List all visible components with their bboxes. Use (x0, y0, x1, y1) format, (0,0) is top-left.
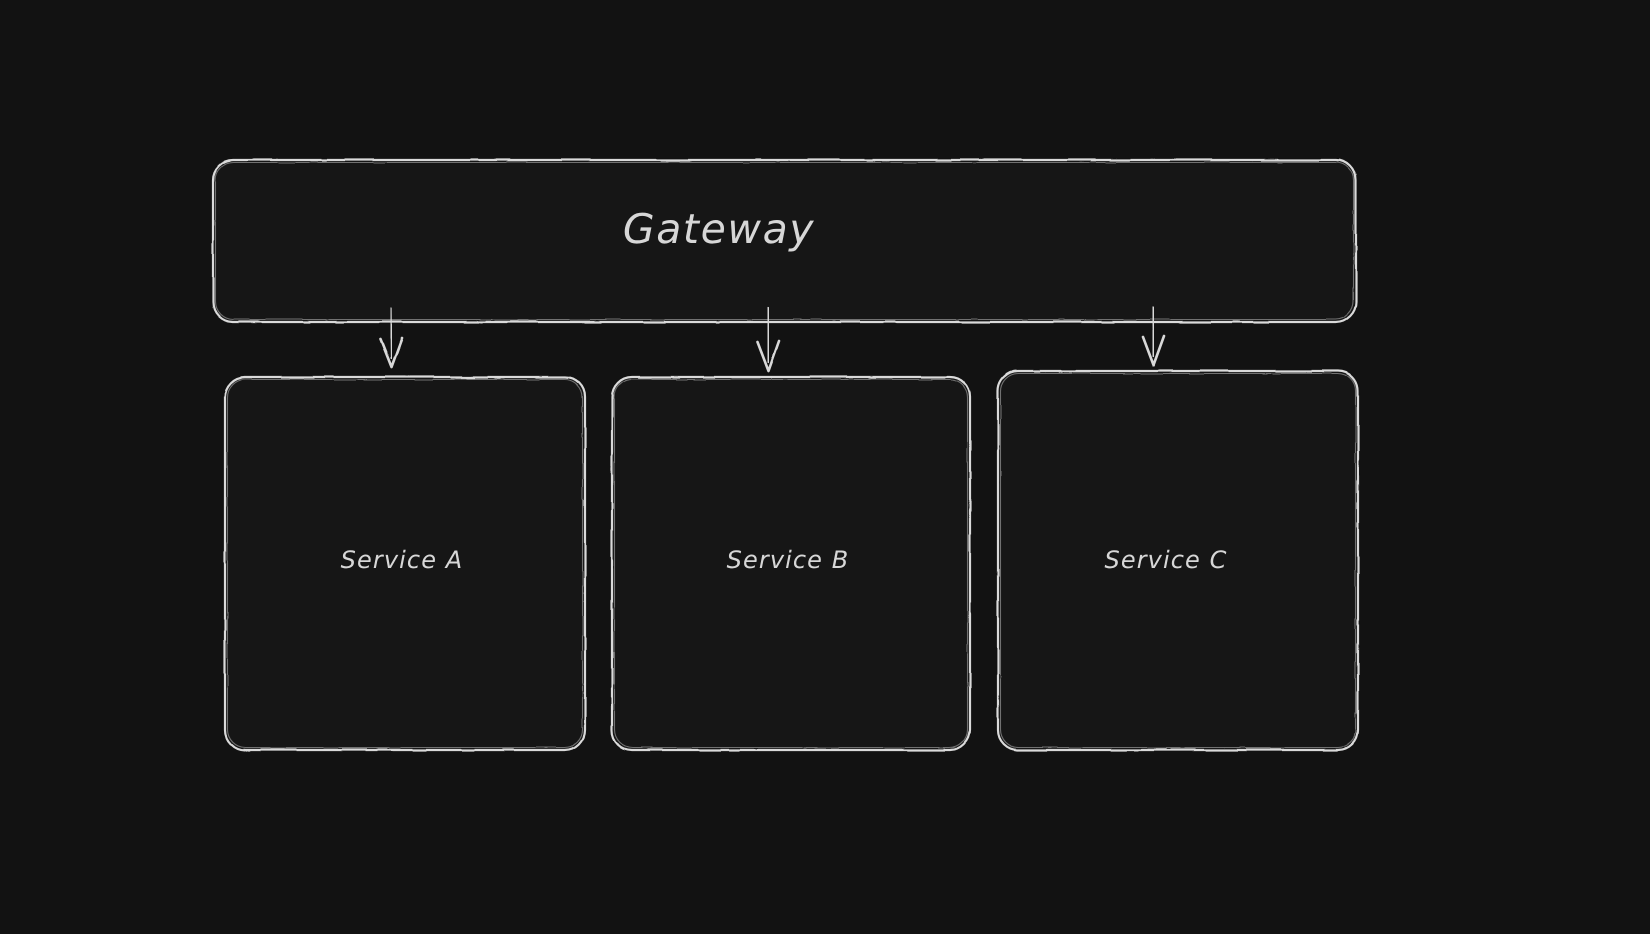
node-label-service-c: Service C (1104, 546, 1228, 574)
edge-gateway-service-c[interactable] (1141, 306, 1166, 367)
node-label-service-a: Service A (340, 546, 464, 574)
node-service-c-shape[interactable] (996, 369, 1360, 752)
node-label-gateway: Gateway (622, 205, 816, 253)
edge-gateway-service-a[interactable] (379, 306, 404, 369)
node-gateway-shape[interactable] (211, 158, 1358, 324)
edge-gateway-service-b[interactable] (756, 306, 781, 373)
node-service-b-shape[interactable] (610, 375, 972, 752)
node-label-service-b: Service B (726, 546, 850, 574)
node-service-a-shape[interactable] (223, 375, 587, 752)
